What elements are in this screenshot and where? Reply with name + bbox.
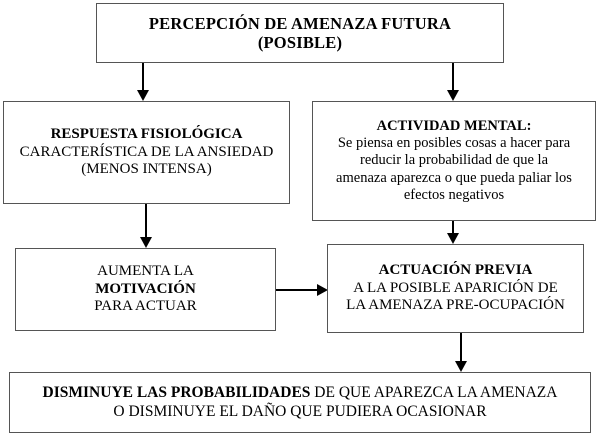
- arrow-shaft: [145, 204, 147, 238]
- node-aumenta-la-motivacion: AUMENTA LA MOTIVACIÓN PARA ACTUAR: [15, 248, 276, 331]
- node-motivation-line-before: AUMENTA LA: [97, 262, 194, 279]
- node-actuacion-heading: ACTUACIÓN PREVIA: [378, 261, 533, 278]
- arrow-shaft: [452, 221, 454, 234]
- node-physio-heading: RESPUESTA FISIOLÓGICA: [50, 125, 243, 142]
- node-disminuye-probabilidades: DISMINUYE LAS PROBABILIDADES DE QUE APAR…: [9, 372, 591, 433]
- node-physio-line-2: (MENOS INTENSA): [81, 161, 212, 178]
- node-mental-line-3: amenaza aparezca o que pueda paliar los: [336, 169, 572, 186]
- node-bottom-line-1-bold: DISMINUYE LAS PROBABILIDADES: [42, 384, 311, 402]
- node-percepcion-amenaza-futura: PERCEPCIÓN DE AMENAZA FUTURA (POSIBLE): [96, 3, 504, 63]
- node-actuacion-line-1: A LA POSIBLE APARICIÓN DE: [353, 279, 558, 296]
- node-actuacion-previa: ACTUACIÓN PREVIA A LA POSIBLE APARICIÓN …: [327, 244, 584, 333]
- node-bottom-line-1-rest: DE QUE APAREZCA LA AMENAZA: [310, 384, 558, 402]
- node-mental-line-2: reducir la probabilidad de que la: [359, 152, 549, 169]
- arrow-head-down-icon: [447, 90, 459, 101]
- node-mental-line-4: efectos negativos: [403, 186, 505, 203]
- arrow-head-down-icon: [447, 233, 459, 244]
- arrow-shaft: [276, 289, 319, 291]
- node-mental-heading: ACTIVIDAD MENTAL:: [376, 118, 532, 135]
- arrow-shaft: [460, 333, 462, 362]
- node-actuacion-line-2: LA AMENAZA PRE-OCUPACIÓN: [346, 297, 565, 314]
- arrow-shaft: [142, 63, 144, 91]
- node-actividad-mental: ACTIVIDAD MENTAL: Se piensa en posibles …: [312, 101, 596, 221]
- node-respuesta-fisiologica: RESPUESTA FISIOLÓGICA CARACTERÍSTICA DE …: [3, 101, 290, 204]
- node-physio-line-1: CARACTERÍSTICA DE LA ANSIEDAD: [19, 143, 274, 160]
- arrow-head-down-icon: [140, 237, 152, 248]
- node-bottom-line-2: O DISMINUYE EL DAÑO QUE PUDIERA OCASIONA…: [113, 402, 487, 420]
- node-top-line-1: PERCEPCIÓN DE AMENAZA FUTURA: [148, 13, 452, 33]
- node-motivation-line-after: PARA ACTUAR: [94, 298, 197, 315]
- arrow-head-down-icon: [455, 361, 467, 372]
- arrow-shaft: [452, 63, 454, 91]
- node-top-line-2: (POSIBLE): [257, 33, 343, 52]
- node-mental-line-1: Se piensa en posibles cosas a hacer para: [337, 135, 571, 152]
- node-motivation-heading: MOTIVACIÓN: [95, 280, 196, 297]
- arrow-head-right-icon: [317, 284, 328, 296]
- node-bottom-line-1: DISMINUYE LAS PROBABILIDADES DE QUE APAR…: [43, 384, 558, 402]
- arrow-head-down-icon: [137, 90, 149, 101]
